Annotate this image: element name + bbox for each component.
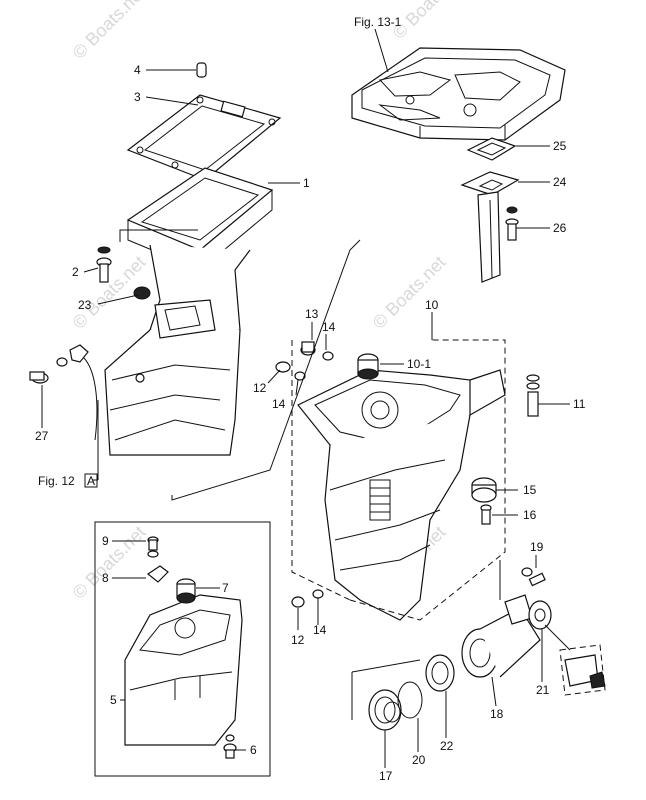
gasket-3 bbox=[126, 94, 282, 181]
callout-8: 8 bbox=[102, 571, 109, 585]
lower-unit-5 bbox=[124, 594, 243, 746]
figure-reference-box-letter: A bbox=[87, 474, 95, 488]
callout-19: 19 bbox=[530, 540, 544, 554]
callout-10: 10 bbox=[425, 298, 439, 312]
bolt-16 bbox=[480, 504, 492, 525]
figure-reference-12: Fig. 12 bbox=[38, 474, 75, 488]
exhaust-guide-24 bbox=[460, 171, 520, 283]
callout-22: 22 bbox=[440, 739, 454, 753]
callout-3: 3 bbox=[134, 90, 141, 104]
callout-10-1: 10-1 bbox=[407, 357, 431, 371]
guide-lines-lower bbox=[351, 560, 501, 720]
callout-16: 16 bbox=[523, 508, 537, 522]
seal-21 bbox=[528, 600, 552, 630]
callout-14-bottom: 14 bbox=[313, 623, 327, 637]
leader-lines bbox=[41, 28, 570, 768]
callout-6: 6 bbox=[250, 743, 257, 757]
callout-26: 26 bbox=[553, 221, 567, 235]
bolt-27 bbox=[29, 344, 98, 441]
part-7-bushing bbox=[176, 578, 196, 604]
bushing-10-1 bbox=[357, 353, 379, 380]
callout-5: 5 bbox=[110, 693, 117, 707]
watermark: © Boats.net bbox=[69, 0, 150, 63]
upper-casing-1 bbox=[104, 167, 274, 456]
bolt-9 bbox=[147, 536, 159, 558]
bolt-2 bbox=[96, 246, 112, 283]
dowel-pin-4 bbox=[196, 62, 207, 78]
bolt-11 bbox=[526, 374, 540, 417]
figure-reference-13-1: Fig. 13-1 bbox=[354, 15, 402, 29]
callout-9: 9 bbox=[102, 534, 109, 548]
callout-24: 24 bbox=[553, 175, 567, 189]
callout-11: 11 bbox=[573, 397, 586, 411]
bearing-22 bbox=[425, 654, 455, 692]
callout-labels: Fig. 13-1 Fig. 12 A 4 3 1 2 23 27 25 24 … bbox=[35, 15, 586, 783]
callout-14-top: 14 bbox=[322, 320, 336, 334]
callout-12-top: 12 bbox=[253, 381, 267, 395]
callout-23: 23 bbox=[78, 298, 92, 312]
spacer-15 bbox=[471, 477, 497, 503]
engine-base-assembly bbox=[351, 47, 566, 141]
callout-12-bottom: 12 bbox=[291, 633, 305, 647]
callout-1: 1 bbox=[303, 176, 310, 190]
callout-17: 17 bbox=[379, 769, 393, 783]
bolt-6 bbox=[223, 734, 237, 759]
bolt-19 bbox=[521, 567, 546, 587]
watermark: © Boats.net bbox=[369, 252, 450, 333]
guide-lines bbox=[119, 229, 361, 501]
callout-15: 15 bbox=[523, 483, 537, 497]
fasteners-12-13-14 bbox=[275, 341, 334, 608]
callout-20: 20 bbox=[412, 753, 426, 767]
part-8-clamp bbox=[146, 565, 169, 583]
o-ring-20 bbox=[397, 681, 423, 719]
lower-casing-10 bbox=[297, 369, 506, 621]
gasket-25 bbox=[466, 137, 517, 161]
inset-box bbox=[94, 521, 271, 777]
callout-7: 7 bbox=[222, 581, 229, 595]
grommet-23 bbox=[133, 286, 151, 300]
callout-18: 18 bbox=[490, 707, 504, 721]
bearing-housing-18 bbox=[461, 594, 541, 678]
callout-2: 2 bbox=[72, 265, 79, 279]
bolt-26 bbox=[505, 206, 519, 241]
group-outline-10 bbox=[291, 339, 506, 621]
shaft-assembly-dashed bbox=[544, 624, 606, 696]
callout-4: 4 bbox=[134, 63, 141, 77]
callout-25: 25 bbox=[553, 139, 567, 153]
watermark: © Boats.net bbox=[69, 522, 150, 603]
callout-27: 27 bbox=[35, 429, 49, 443]
callout-21: 21 bbox=[536, 683, 550, 697]
callout-14-mid: 14 bbox=[272, 397, 286, 411]
bearing-17 bbox=[368, 689, 402, 731]
callout-13: 13 bbox=[305, 307, 319, 321]
figure-reference-box bbox=[84, 473, 98, 488]
